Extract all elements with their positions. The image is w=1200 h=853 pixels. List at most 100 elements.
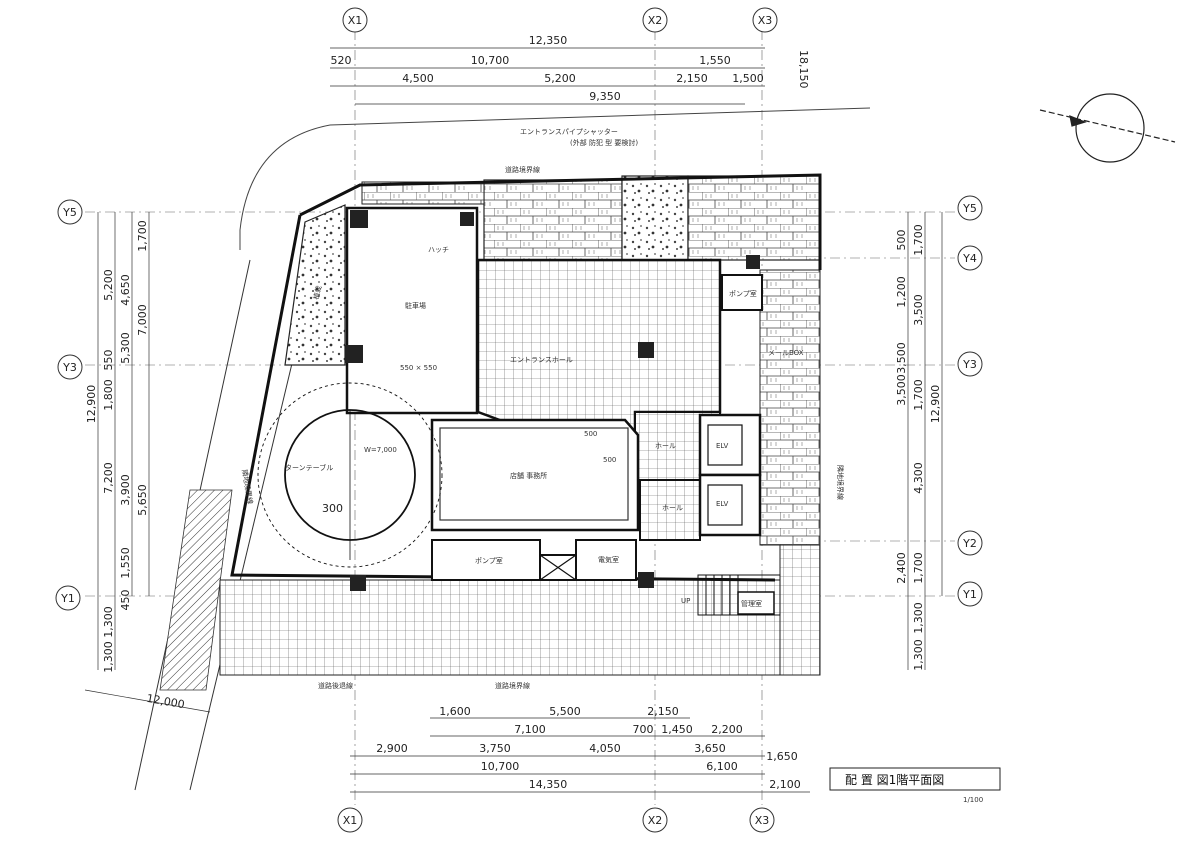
- elec-room: [575, 539, 637, 581]
- dim-bottom-5500: 5,500: [549, 705, 581, 718]
- dim-right-500: 500: [895, 230, 908, 251]
- label-hall-3: ホール: [662, 504, 683, 512]
- label-elec: 電気室: [598, 555, 619, 564]
- label-500b: 500: [584, 430, 597, 438]
- label-office: 店舗 事務所: [510, 471, 547, 480]
- parking-room: [345, 206, 479, 415]
- dim-bottom-10700: 10,700: [481, 760, 520, 773]
- label-shutter-sub: (外部 防犯 型 要検討): [570, 138, 638, 147]
- label-turntable: ターンテーブル: [285, 463, 333, 472]
- dim-top-18150: 18,150: [797, 50, 810, 89]
- grid-bubble-y4-right: Y4: [957, 245, 983, 271]
- dim-left-7000: 7,000: [136, 304, 149, 336]
- svg-text:X1: X1: [348, 14, 363, 27]
- dim-bottom-2100: 2,100: [769, 778, 801, 791]
- svg-text:Y2: Y2: [962, 537, 977, 550]
- label-elv-1: ELV: [716, 442, 729, 450]
- office-inner: [439, 427, 629, 521]
- dim-bottom-1650: 1,650: [766, 750, 798, 763]
- grid-bubble-y1-left: Y1: [55, 585, 81, 611]
- grid-bubble-x1-bottom: X1: [337, 807, 363, 833]
- grid-bubble-x1-top: X1: [342, 7, 368, 33]
- right-paving: [759, 269, 821, 546]
- left-dimension-lines: [97, 212, 150, 670]
- svg-text:Y4: Y4: [962, 252, 977, 265]
- shaft-cross: [539, 554, 577, 581]
- elevator-2-car: [707, 484, 743, 526]
- drawing-scale: 1/100: [963, 796, 983, 804]
- pump-room-2: [721, 274, 763, 311]
- right-dimension-lines: [907, 212, 943, 670]
- top-dimension-lines: [330, 47, 765, 105]
- svg-text:X2: X2: [648, 814, 663, 827]
- label-road-left: 隣地境界線: [240, 469, 255, 505]
- dim-left-5200: 5,200: [102, 269, 115, 301]
- dim-top-9350: 9,350: [589, 90, 621, 103]
- grid-bubble-y1-right: Y1: [957, 581, 983, 607]
- dim-left-4650: 4,650: [119, 274, 132, 306]
- drawing-title: 配 置 図1階平面図: [845, 772, 944, 787]
- label-w7000: W=7,000: [364, 446, 397, 454]
- grid-bubble-y2-right: Y2: [957, 530, 983, 556]
- dim-left-1700: 1,700: [136, 220, 149, 252]
- label-road-top: 道路境界線: [505, 165, 540, 174]
- dim-bottom-2200: 2,200: [711, 723, 743, 736]
- top-paver-2: [687, 175, 821, 261]
- dim-bottom-4050: 4,050: [589, 742, 621, 755]
- dim-left-1800: 1,800: [102, 379, 115, 411]
- svg-text:Y5: Y5: [62, 206, 77, 219]
- svg-text:Y3: Y3: [962, 358, 977, 371]
- label-hall: エントランスホール: [510, 356, 573, 364]
- label-up: UP: [681, 597, 690, 605]
- dim-right-1700b: 1,700: [912, 379, 925, 411]
- dim-top-1550: 1,550: [699, 54, 731, 67]
- label-550x550: 550 × 550: [400, 364, 437, 372]
- label-road-bottom: 道路境界線: [495, 681, 530, 690]
- dim-right-4300: 4,300: [912, 462, 925, 494]
- title-block: [829, 767, 1001, 791]
- label-road-right: 隣地境界線: [836, 465, 845, 500]
- dim-right-1300a: 1,300: [912, 602, 925, 634]
- dim-left-5300: 5,300: [119, 332, 132, 364]
- dim-bottom-6100: 6,100: [706, 760, 738, 773]
- label-parking: 駐車場: [405, 301, 426, 310]
- turntable: [257, 382, 443, 568]
- grid-bubble-y3-left: Y3: [57, 354, 83, 380]
- label-r300: 300: [322, 502, 343, 515]
- label-hall-2: ホール: [655, 442, 676, 450]
- svg-text:X2: X2: [648, 14, 663, 27]
- svg-text:X1: X1: [343, 814, 358, 827]
- dim-top-1500: 1,500: [732, 72, 764, 85]
- dim-left-12900: 12,900: [85, 385, 98, 424]
- grid-bubble-x3-bottom: X3: [749, 807, 775, 833]
- dim-right-3500b: 3,500: [895, 342, 908, 374]
- office-room: [430, 418, 640, 532]
- mgmt-room: [737, 591, 775, 615]
- dim-top-10700: 10,700: [471, 54, 510, 67]
- dim-left-550: 550: [102, 350, 115, 371]
- grid-bubbles: X1 X2 X3 X1 X2 X3 Y5 Y3 Y1 Y5 Y4 Y3 Y2 Y…: [55, 7, 983, 833]
- dim-bottom-14350: 14,350: [529, 778, 568, 791]
- dim-bottom-3650: 3,650: [694, 742, 726, 755]
- svg-text:X3: X3: [755, 814, 770, 827]
- dim-left-5650: 5,650: [136, 484, 149, 516]
- top-paver-3: [361, 181, 485, 205]
- label-500a: 500: [603, 456, 616, 464]
- label-pump-2: ポンプ室: [729, 289, 757, 298]
- grid-bubble-x2-top: X2: [642, 7, 668, 33]
- dim-12000-line: [84, 689, 211, 713]
- dim-top-2150: 2,150: [676, 72, 708, 85]
- dim-top-520: 520: [331, 54, 352, 67]
- dim-bottom-1450: 1,450: [661, 723, 693, 736]
- label-mgmt: 管理室: [741, 599, 762, 608]
- label-elv-2: ELV: [716, 500, 729, 508]
- label-setback: 道路後退線: [318, 681, 353, 690]
- dim-left-3900: 3,900: [119, 474, 132, 506]
- dim-top-5200: 5,200: [544, 72, 576, 85]
- right-lower-paving: [779, 544, 821, 676]
- dim-bottom-2150: 2,150: [647, 705, 679, 718]
- dim-right-2400: 2,400: [895, 552, 908, 584]
- dim-bottom-700: 700: [633, 723, 654, 736]
- dim-left-450: 450: [119, 590, 132, 611]
